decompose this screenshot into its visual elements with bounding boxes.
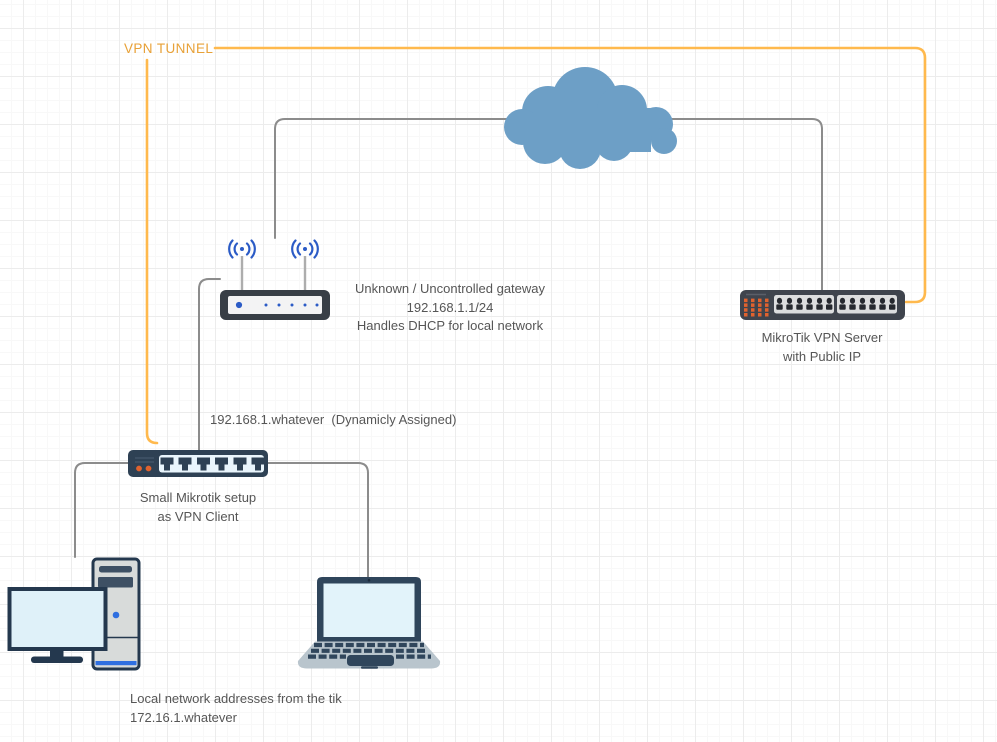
local-addresses-annotation[interactable]: Local network addresses from the tik 172… [130,691,342,725]
gateway-label[interactable]: Unknown / Uncontrolled gateway 192.168.1… [354,281,546,333]
edge-client-to-laptop [266,462,369,578]
laptop-icon[interactable] [297,577,441,669]
cloud-icon[interactable] [504,67,677,169]
wifi-router-icon[interactable] [220,239,330,321]
wifi-signal-icon [228,239,319,259]
edge-client-to-desktop [74,462,130,558]
vpn-client-label[interactable]: Small Mikrotik setup as VPN Client [139,490,257,524]
rack-server-icon[interactable] [740,290,905,320]
client-wan-ip-annotation[interactable]: 192.168.1.whatever (Dynamicly Assigned) [210,412,457,427]
ethernet-switch-icon[interactable] [128,450,268,477]
vpn-server-label[interactable]: MikroTik VPN Server with Public IP [761,330,883,364]
keyboard-keys [308,642,431,659]
led-grid [744,298,769,317]
desktop-pc-icon[interactable] [7,557,141,671]
edge-gateway-to-client [198,278,221,451]
vpn-tunnel-edge[interactable] [145,46,927,445]
vpn-tunnel-label[interactable]: VPN TUNNEL [124,41,214,56]
